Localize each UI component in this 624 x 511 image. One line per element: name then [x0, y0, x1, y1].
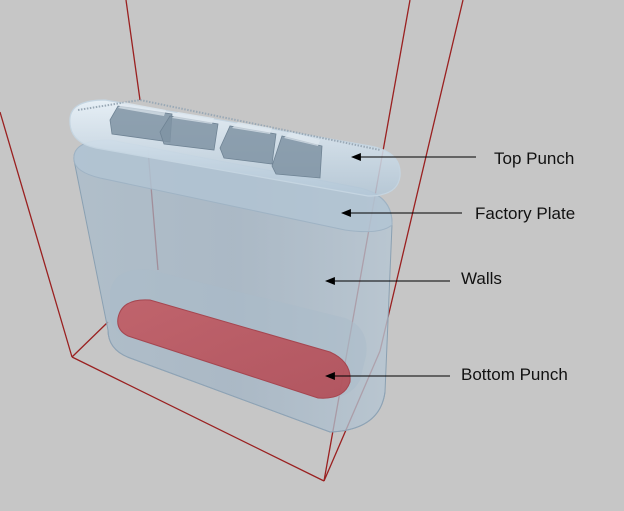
leader-arrows: [325, 153, 476, 380]
top-punch-serrated-edge: [77, 98, 381, 151]
ridge-2: [159, 115, 219, 151]
ridge-4: [271, 135, 323, 179]
ridge-3: [219, 125, 277, 165]
top-punch-ridges: [109, 105, 323, 179]
frame-edge-bottom-left-back: [71, 321, 109, 358]
label-top-punch: Top Punch: [494, 149, 575, 168]
label-walls: Walls: [461, 269, 502, 288]
walls-bottom-edge: [107, 329, 386, 433]
label-factory-plate: Factory Plate: [475, 204, 576, 223]
frame-edge-bottom-front: [71, 356, 325, 482]
top-punch: [69, 98, 401, 197]
label-bottom-punch: Bottom Punch: [461, 365, 568, 384]
bottom-punch: [117, 299, 351, 399]
frame-edge-left: [0, 111, 73, 358]
frame-edge-right-back: [379, 0, 464, 352]
frame-edge-top-left: [125, 0, 141, 101]
top-punch-highlights: [118, 102, 320, 146]
